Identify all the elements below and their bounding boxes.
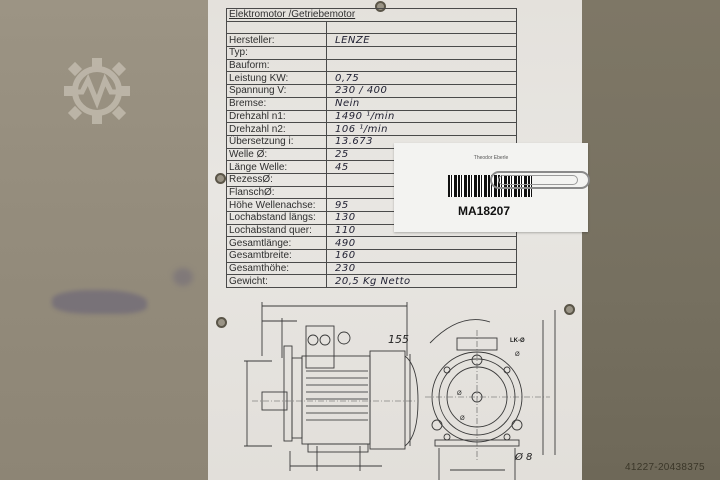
- table-row: Gesamtbreite:160: [226, 249, 517, 263]
- table-row: Gesamtlänge:490: [226, 236, 517, 251]
- table-row: Gewicht:20,5 Kg Netto: [226, 274, 517, 289]
- label-company: Theodor Eberle: [473, 155, 509, 161]
- label-diameter: Ø: [515, 352, 520, 358]
- table-row: Gesamthöhe:230: [226, 261, 517, 276]
- label-item-id: MA18207: [457, 204, 511, 218]
- table-row: Leistung KW:0,75: [226, 71, 517, 86]
- sheet-title: Elektromotor /Getriebemotor: [226, 8, 517, 22]
- concrete-wall-right: [582, 0, 720, 480]
- table-row: Bauform:: [226, 58, 517, 73]
- table-row: Hersteller:LENZE: [226, 33, 517, 48]
- table-title-row: Elektromotor /Getriebemotor: [226, 8, 517, 22]
- dimension-155: 155: [388, 333, 409, 346]
- paperclip-icon: [490, 171, 590, 189]
- punch-hole: [564, 304, 575, 315]
- label-lk-diameter: LK-Ø: [510, 338, 525, 344]
- table-blank-row: [226, 20, 517, 35]
- image-id-watermark: 41227-20438375: [625, 462, 705, 473]
- label-diameter: Ø: [460, 416, 465, 422]
- motor-side-view-drawing: 155: [244, 302, 419, 471]
- label-diameter-8: Ø 8: [514, 451, 532, 463]
- table-row: Typ:: [226, 46, 517, 60]
- wall-stain: [173, 268, 193, 286]
- motor-front-view-drawing: LK-Ø Ø Ø Ø Ø 8: [425, 310, 556, 480]
- table-row: Drehzahl n2:106 ¹/min: [226, 122, 517, 136]
- wall-stain: [52, 290, 147, 314]
- barcode-icon: [448, 175, 532, 197]
- punch-hole: [216, 317, 227, 328]
- table-row: Bremse:Nein: [226, 96, 517, 111]
- label-diameter: Ø: [457, 391, 462, 397]
- gear-wave-logo-icon: [64, 58, 130, 124]
- paperclip-inner: [498, 175, 578, 185]
- table-row: Spannung V:230 / 400: [226, 84, 517, 98]
- table-row: Drehzahl n1:1490 ¹/min: [226, 109, 517, 124]
- punch-hole: [215, 173, 226, 184]
- inventory-label-card: Theodor Eberle MA18207: [394, 143, 590, 232]
